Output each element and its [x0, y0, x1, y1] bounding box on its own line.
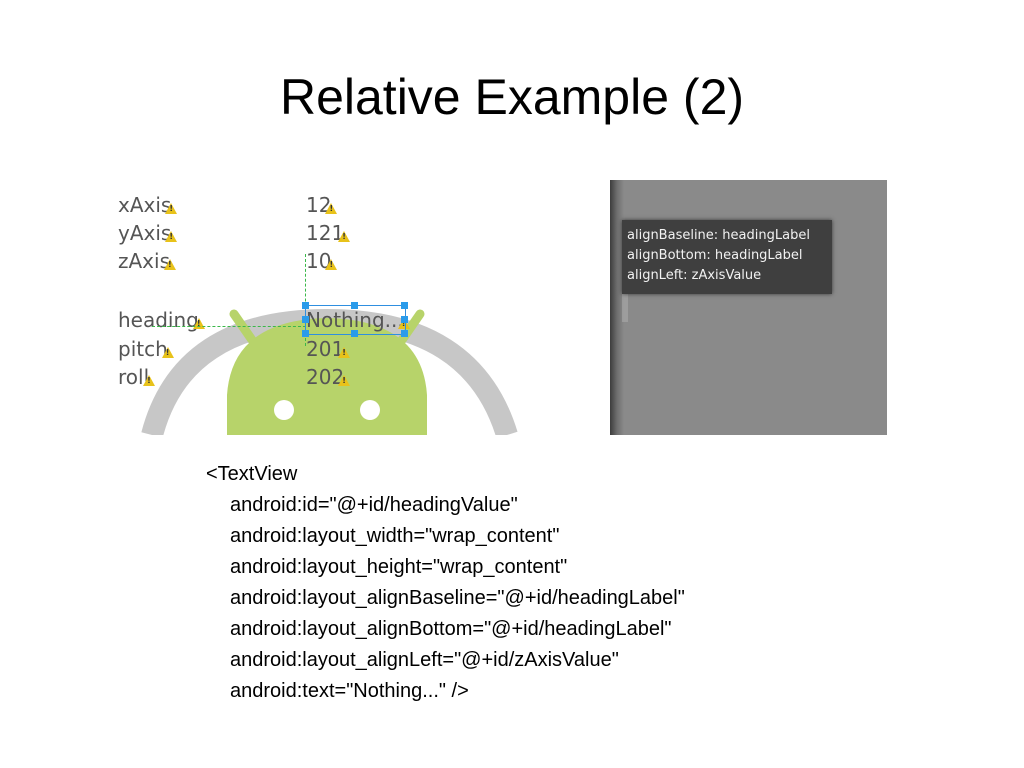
- android-antenna-left: [229, 309, 257, 345]
- code-line: android:layout_alignBaseline="@+id/headi…: [230, 587, 685, 609]
- tooltip-edge: [622, 282, 628, 322]
- resize-handle[interactable]: [401, 316, 408, 323]
- warning-icon: [165, 231, 178, 242]
- code-line: android:layout_alignBottom="@+id/heading…: [230, 618, 672, 640]
- label-zaxis[interactable]: zAxis: [118, 248, 176, 274]
- label-xaxis[interactable]: xAxis: [118, 192, 178, 218]
- tooltip-line: alignLeft: zAxisValue: [627, 268, 762, 283]
- label-roll[interactable]: roll: [118, 364, 156, 390]
- warning-icon: [397, 318, 410, 329]
- layout-editor-screenshot: xAxis yAxis zAxis heading pitch roll 12 …: [112, 180, 562, 435]
- value-pitch[interactable]: 201: [306, 336, 351, 362]
- alignment-tooltip-screenshot: alignBaseline: headingLabel alignBottom:…: [610, 180, 887, 435]
- resize-handle[interactable]: [351, 302, 358, 309]
- code-line: <TextView: [206, 463, 298, 485]
- warning-icon: [338, 231, 351, 242]
- value-xaxis[interactable]: 12: [306, 192, 338, 218]
- alignment-tooltip: alignBaseline: headingLabel alignBottom:…: [622, 220, 832, 294]
- android-logo-background: [141, 308, 518, 435]
- android-eye-right: [360, 400, 380, 420]
- value-roll[interactable]: 202: [306, 364, 351, 390]
- code-line: android:text="Nothing..." />: [230, 680, 469, 702]
- resize-handle[interactable]: [401, 330, 408, 337]
- panel-shadow: [610, 180, 624, 435]
- resize-handle[interactable]: [401, 302, 408, 309]
- warning-icon: [325, 203, 338, 214]
- android-eye-left: [274, 400, 294, 420]
- warning-icon: [143, 375, 156, 386]
- warning-icon: [164, 259, 176, 270]
- resize-handle[interactable]: [351, 330, 358, 337]
- label-yaxis[interactable]: yAxis: [118, 220, 178, 246]
- warning-icon: [338, 375, 351, 386]
- warning-icon: [165, 203, 178, 214]
- resize-handle[interactable]: [302, 316, 309, 323]
- warning-icon: [338, 347, 351, 358]
- value-zaxis[interactable]: 10: [306, 248, 338, 274]
- warning-icon: [325, 259, 338, 270]
- warning-icon: [192, 318, 205, 329]
- code-line: android:layout_alignLeft="@+id/zAxisValu…: [230, 649, 619, 671]
- tooltip-line: alignBaseline: headingLabel: [627, 228, 810, 243]
- align-baseline-guide: [152, 326, 306, 327]
- resize-handle[interactable]: [302, 330, 309, 337]
- code-line: android:id="@+id/headingValue": [230, 494, 518, 516]
- slide-title: Relative Example (2): [279, 69, 745, 125]
- label-heading[interactable]: heading: [118, 307, 205, 333]
- tooltip-line: alignBottom: headingLabel: [627, 248, 803, 263]
- value-yaxis[interactable]: 121: [306, 220, 351, 246]
- label-pitch[interactable]: pitch: [118, 336, 174, 362]
- value-heading[interactable]: Nothing...: [306, 307, 410, 333]
- resize-handle[interactable]: [302, 302, 309, 309]
- align-left-guide: [305, 254, 306, 346]
- code-line: android:layout_width="wrap_content": [230, 525, 560, 547]
- xml-code-block: <TextView android:id="@+id/headingValue"…: [206, 459, 685, 707]
- warning-icon: [161, 347, 174, 358]
- code-line: android:layout_height="wrap_content": [230, 556, 568, 578]
